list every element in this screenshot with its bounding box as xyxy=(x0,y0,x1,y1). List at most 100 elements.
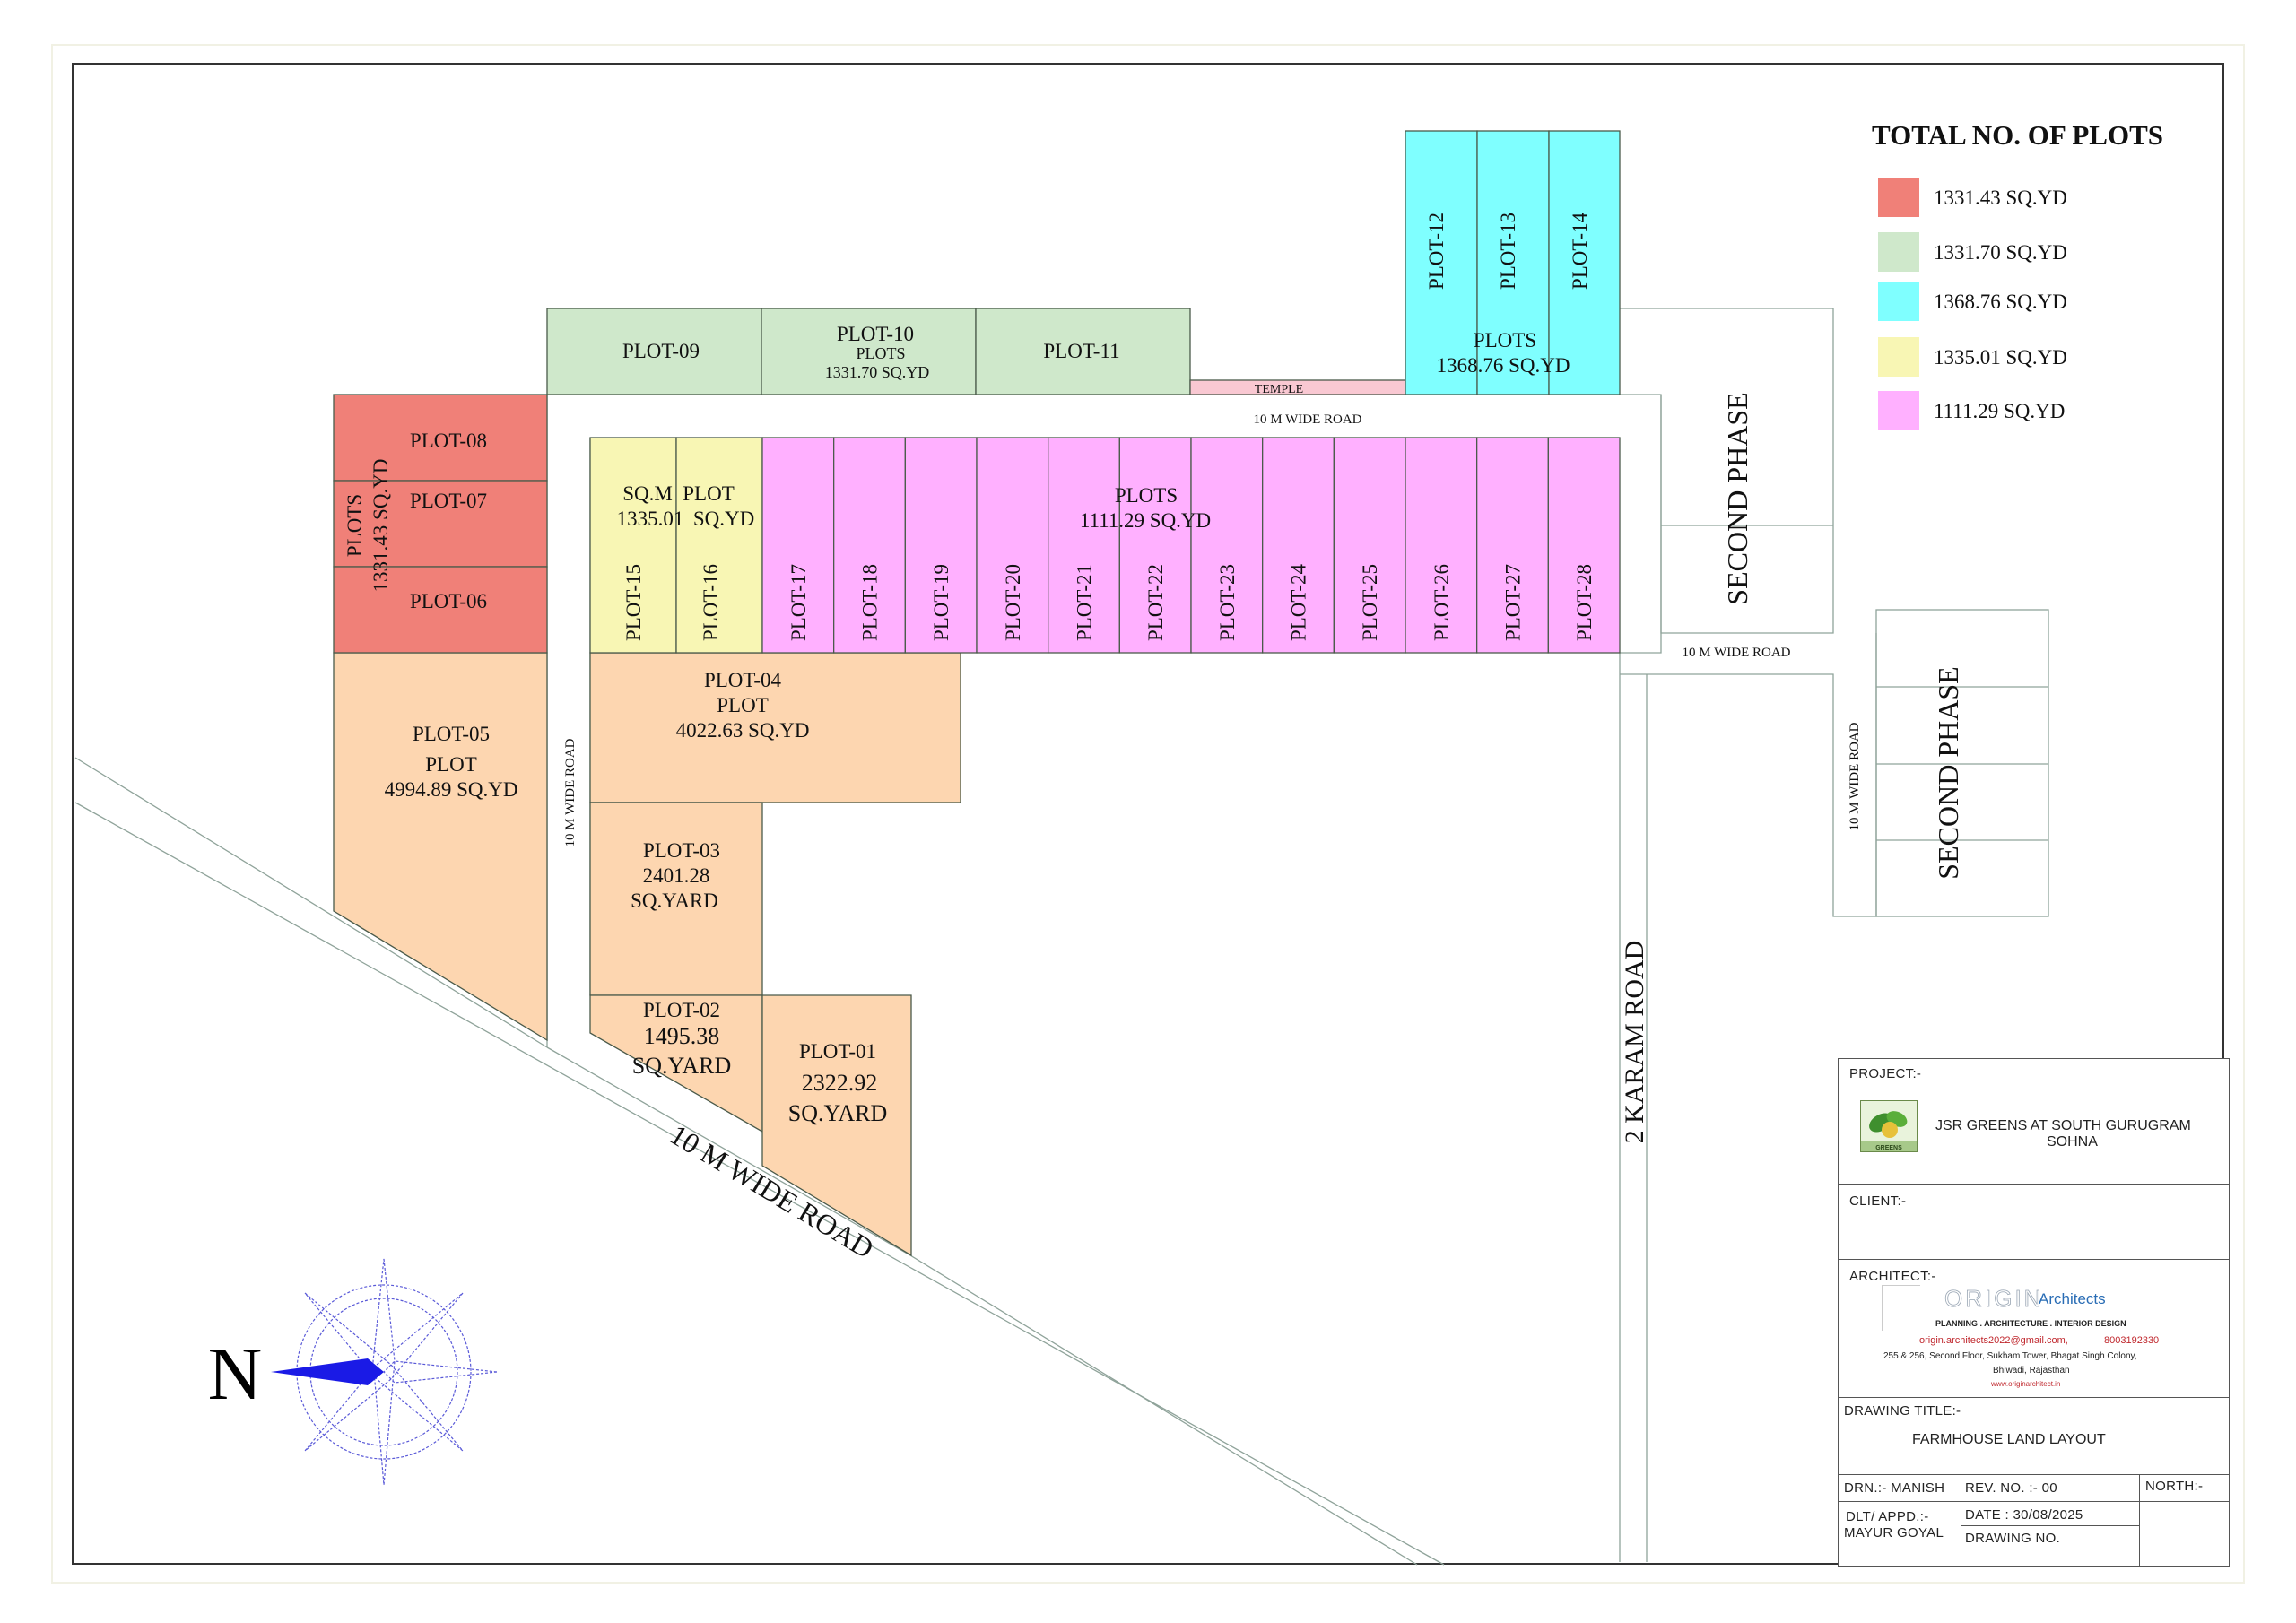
plot-23-name: PLOT-23 xyxy=(1216,564,1239,641)
plot-28[interactable] xyxy=(1547,437,1621,654)
meta-row-1: DRN.:- MANISH REV. NO. :- 00 NORTH:- xyxy=(1839,1475,2229,1502)
yellow-area-b: SQ.YD xyxy=(693,508,754,530)
legend-swatch xyxy=(1878,391,1919,430)
plot-03-name: PLOT-03 xyxy=(643,839,720,862)
plot-02-area: 1495.38 xyxy=(644,1023,720,1049)
drn: DRN.:- MANISH xyxy=(1844,1480,1945,1496)
plot-28-name: PLOT-28 xyxy=(1573,564,1596,641)
compass-star-horizontal xyxy=(383,1360,498,1384)
temple-label: TEMPLE xyxy=(1255,383,1303,396)
second-phase-lower-outline xyxy=(1875,609,2049,917)
north-compass: N xyxy=(208,1258,498,1486)
project-name: JSR GREENS AT SOUTH GURUGRAM xyxy=(1935,1118,2191,1133)
plot-22-name: PLOT-22 xyxy=(1144,564,1167,641)
plot-15-name: PLOT-15 xyxy=(622,564,645,641)
date-divider xyxy=(1961,1525,2139,1526)
plot-18[interactable] xyxy=(833,437,906,654)
plot-04-area: 4022.63 SQ.YD xyxy=(676,719,810,742)
plot-05-name: PLOT-05 xyxy=(413,723,490,745)
plot-10[interactable] xyxy=(761,308,977,395)
red-group-word: PLOTS xyxy=(344,494,366,557)
drawing-title-label: DRAWING TITLE:- xyxy=(1844,1403,1961,1419)
plot-01[interactable] xyxy=(761,994,912,1257)
plot-05-area: 4994.89 SQ.YD xyxy=(385,778,518,801)
project-label: PROJECT:- xyxy=(1849,1066,1922,1081)
dlt-name: MAYUR GOYAL xyxy=(1844,1525,1944,1541)
legend-title: TOTAL NO. OF PLOTS xyxy=(1872,119,2163,151)
yellow-word-1: SQ.M xyxy=(622,482,673,505)
second-phase-upper-label: SECOND PHASE xyxy=(1721,392,1753,604)
green-group-word: PLOTS xyxy=(856,344,905,362)
plot-17[interactable] xyxy=(761,437,835,654)
green-group-area: 1331.70 SQ.YD xyxy=(825,363,930,381)
architect-row: ARCHITECT:- ORIGIN Architects PLANNING .… xyxy=(1839,1260,2229,1398)
plot-12[interactable] xyxy=(1405,130,1478,395)
drawing-no: DRAWING NO. xyxy=(1965,1531,2061,1546)
cyan-group-word: PLOTS xyxy=(1474,329,1536,352)
meta-row-2: DLT/ APPD.:- MAYUR GOYAL DATE : 30/08/20… xyxy=(1839,1502,2229,1567)
plot-24-name: PLOT-24 xyxy=(1288,563,1310,641)
plot-07[interactable] xyxy=(333,480,548,568)
second-phase-upper-outline xyxy=(1620,308,1834,634)
road-label-east-vertical: 10 M WIDE ROAD xyxy=(1848,722,1862,830)
plot-16-name: PLOT-16 xyxy=(700,564,722,641)
drawing-border xyxy=(72,63,2224,1565)
plot-14[interactable] xyxy=(1548,130,1621,395)
plot-19[interactable] xyxy=(904,437,978,654)
plot-02-name: PLOT-02 xyxy=(643,999,720,1021)
plot-13[interactable] xyxy=(1476,130,1550,395)
plot-01-area: 2322.92 xyxy=(802,1070,878,1096)
paper-frame xyxy=(51,44,2245,1584)
plot-04-kind: PLOT xyxy=(717,694,769,716)
plot-21[interactable] xyxy=(1048,437,1120,654)
plot-08[interactable] xyxy=(333,394,548,482)
legend-swatch xyxy=(1878,337,1919,377)
project-logo: GREENS xyxy=(1860,1100,1918,1152)
firm-phone: 8003192330 xyxy=(2104,1335,2160,1346)
date: DATE : 30/08/2025 xyxy=(1965,1507,2083,1523)
client-label: CLIENT:- xyxy=(1849,1193,1907,1209)
plot-11[interactable] xyxy=(975,308,1191,395)
firm-suffix: Architects xyxy=(2039,1290,2106,1307)
diagonal-road-edge-top xyxy=(74,757,548,1048)
plot-20[interactable] xyxy=(976,437,1049,654)
legend-swatch xyxy=(1878,178,1919,217)
plot-03[interactable] xyxy=(589,802,763,996)
plot-05-kind: PLOT xyxy=(425,753,477,776)
plot-23[interactable] xyxy=(1190,437,1264,654)
diagonal-road-edge-far xyxy=(909,1254,1418,1566)
plot-16[interactable] xyxy=(675,437,763,654)
compass-star-diag-1 xyxy=(304,1292,464,1452)
plot-27-name: PLOT-27 xyxy=(1502,564,1525,641)
plot-02-unit: SQ.YARD xyxy=(632,1053,732,1079)
plot-04[interactable] xyxy=(589,652,961,803)
plot-26[interactable] xyxy=(1405,437,1478,654)
dlt-label: DLT/ APPD.:- xyxy=(1846,1509,1929,1524)
plot-09[interactable] xyxy=(546,308,762,395)
plot-25[interactable] xyxy=(1333,437,1406,654)
plot-15[interactable] xyxy=(589,437,677,654)
legend-label: 1331.43 SQ.YD xyxy=(1934,187,2067,209)
road-label-top: 10 M WIDE ROAD xyxy=(1254,412,1362,427)
karam-road-label: 2 KARAM ROAD xyxy=(1620,941,1649,1144)
firm-email: origin.architects2022@gmail.com, xyxy=(1919,1335,2068,1346)
drn-cell: DRN.:- MANISH xyxy=(1839,1475,1961,1501)
rev-cell: REV. NO. :- 00 xyxy=(1961,1475,2140,1501)
road-label-west: 10 M WIDE ROAD xyxy=(563,738,578,846)
drawing-title-row: DRAWING TITLE:- FARMHOUSE LAND LAYOUT xyxy=(1839,1398,2229,1475)
compass-star-vertical xyxy=(372,1258,396,1486)
plot-22[interactable] xyxy=(1118,437,1192,654)
pink-plot-group xyxy=(761,437,1621,654)
plot-08-name: PLOT-08 xyxy=(410,430,487,452)
plot-06[interactable] xyxy=(333,566,548,654)
diagonal-road-edge-mid xyxy=(546,1046,911,1256)
firm-address-1: 255 & 256, Second Floor, Sukham Tower, B… xyxy=(1883,1351,2137,1361)
plot-03-unit: SQ.YARD xyxy=(631,890,718,912)
diagonal-road-edge-bottom xyxy=(74,802,1445,1566)
legend-swatch xyxy=(1878,282,1919,321)
plot-01-name: PLOT-01 xyxy=(799,1040,876,1063)
plot-03-area: 2401.28 xyxy=(643,864,710,887)
plot-10-name: PLOT-10 xyxy=(837,323,914,345)
